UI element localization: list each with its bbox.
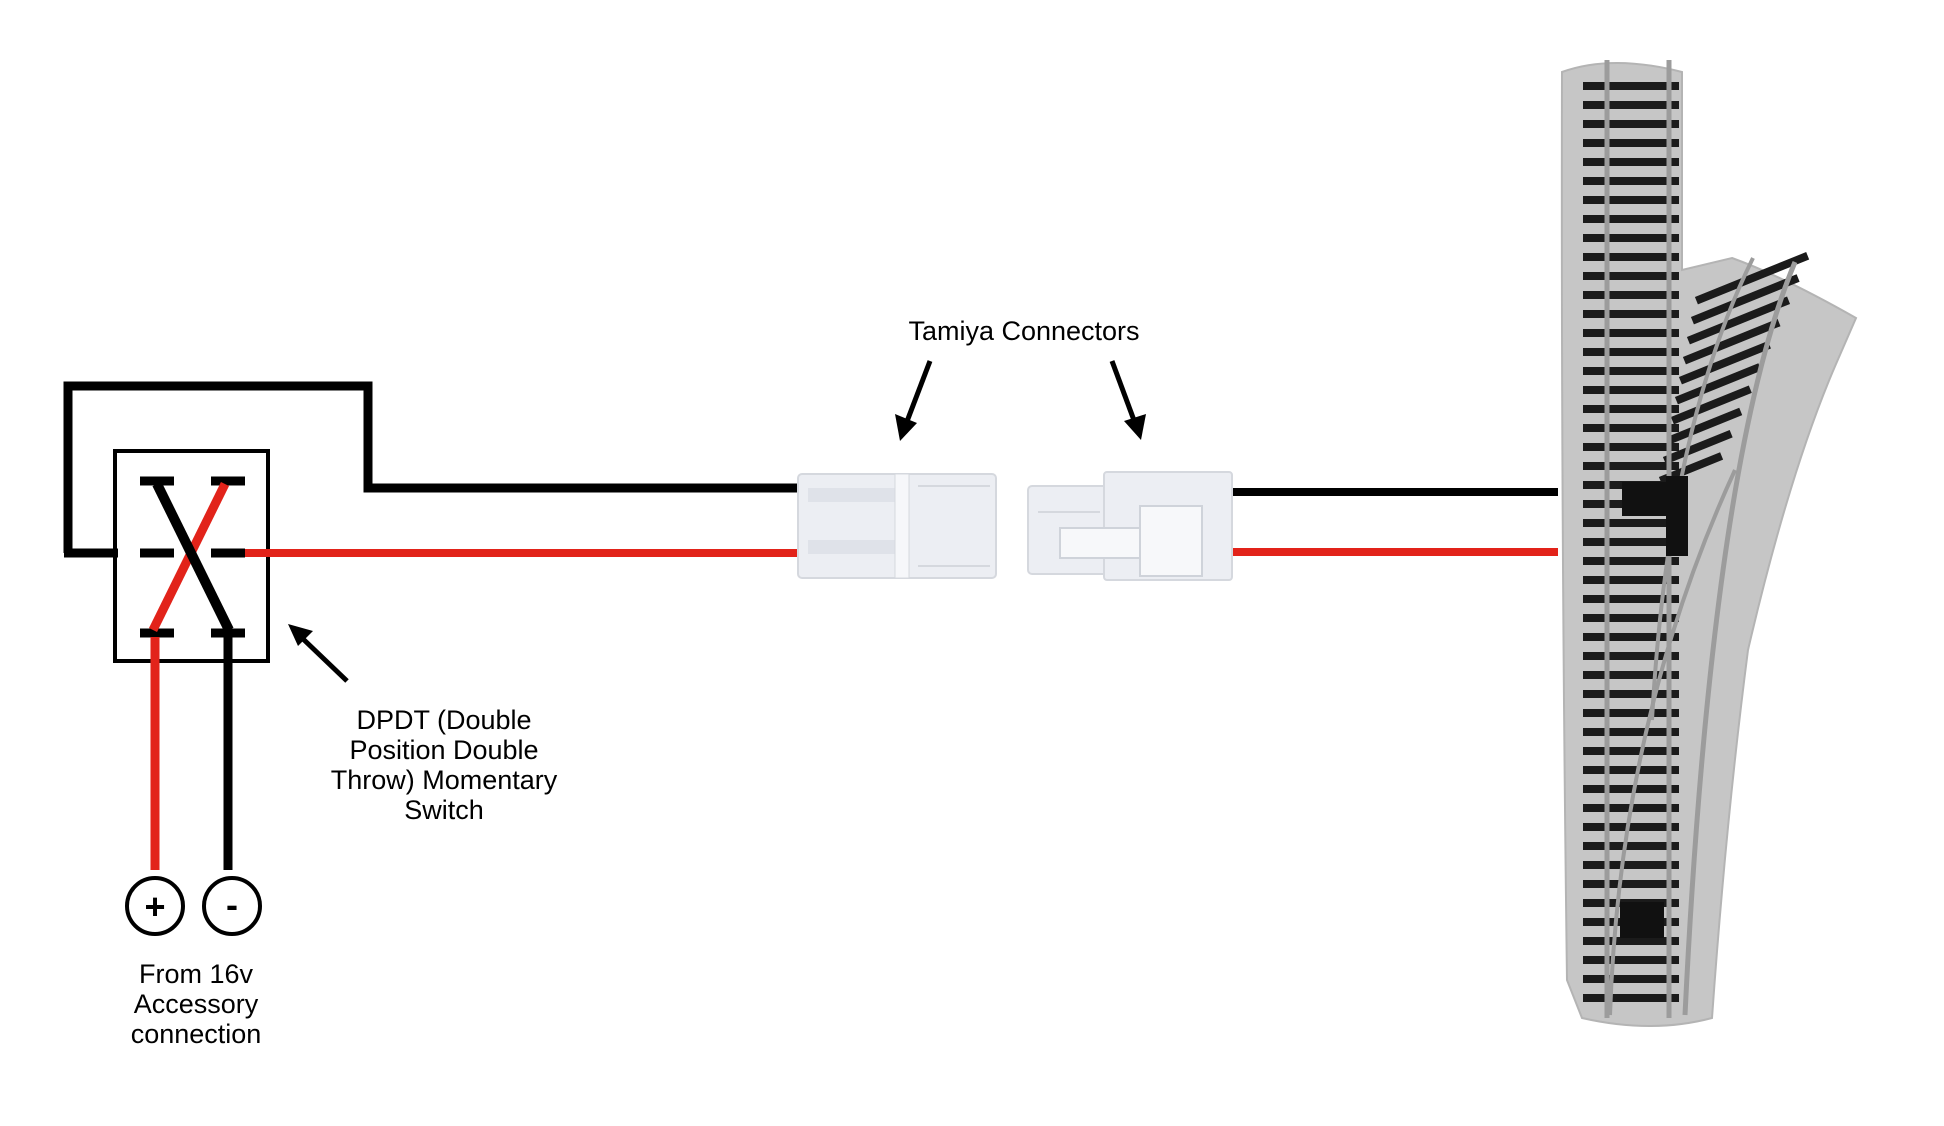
tamiya-connector-left [797,473,997,579]
track-tie [1583,709,1679,717]
track-tie [1583,120,1679,128]
dpdt-label-line-4: Switch [404,795,484,825]
dpdt-label-line-1: DPDT (Double [356,705,531,735]
track-ties [1583,82,1810,1002]
tamiya-connectors-label: Tamiya Connectors [908,316,1139,346]
track-tie [1583,595,1679,603]
track-tie-diverging [1694,252,1810,305]
track-tie [1583,348,1679,356]
positive-symbol: + [144,886,165,927]
track-tie [1583,937,1679,945]
track-tie-diverging [1670,385,1752,425]
track-tie [1583,785,1679,793]
track-tie-diverging [1686,296,1791,345]
track-tie [1583,690,1679,698]
track-tie-diverging [1682,318,1781,365]
cross-wire-black [152,481,234,633]
track-tie [1583,462,1679,470]
track-tie [1583,880,1679,888]
track-tie [1583,82,1679,90]
track-tie-diverging [1666,407,1743,445]
closure-rail [1608,469,1737,1016]
track-tie [1583,139,1679,147]
source-label-line-3: connection [131,1019,262,1049]
track-tie [1583,367,1679,375]
switch-machine-lower [1666,476,1688,556]
track-tie [1583,747,1679,755]
dpdt-switch [63,381,798,870]
track-tie [1583,177,1679,185]
track-tie [1583,861,1679,869]
dpdt-label-line-2: Position Double [349,735,538,765]
track-tie [1583,576,1679,584]
arrow-to-left-connector [895,360,933,441]
track-tie [1583,291,1679,299]
track-tie [1583,196,1679,204]
track-tie [1583,614,1679,622]
track-tie-diverging [1678,341,1771,385]
negative-symbol: - [226,884,238,925]
track-tie [1583,405,1679,413]
track-tie [1583,158,1679,166]
track-tie [1583,956,1679,964]
track-tie [1583,823,1679,831]
source-label-line-2: Accessory [134,989,259,1019]
track-tie [1583,424,1679,432]
power-source-label: From 16v Accessory connection [131,959,262,1049]
track-tie [1583,101,1679,109]
track-tie [1583,975,1679,983]
track-tie-diverging [1662,430,1733,465]
dpdt-switch-label: DPDT (Double Position Double Throw) Mome… [331,705,558,825]
dpdt-label-line-3: Throw) Momentary [331,765,558,795]
arrow-to-switch [288,624,349,683]
turnout-track [1560,60,1858,1027]
track-tie [1583,272,1679,280]
black-loop-wire [63,381,798,553]
track-tie [1583,310,1679,318]
negative-terminal: - [202,876,262,936]
track-block-marker [1620,902,1664,938]
track-tie [1583,519,1679,527]
track-tie [1583,766,1679,774]
diverging-rail-inner [1650,257,1755,721]
positive-terminal: + [125,876,185,936]
source-label-line-1: From 16v [139,959,254,989]
track-tie [1583,671,1679,679]
track-tie [1583,538,1679,546]
track-tie [1583,633,1679,641]
track-tie [1583,234,1679,242]
track-tie [1583,386,1679,394]
arrow-to-right-connector [1109,360,1146,440]
track-tie-diverging [1690,274,1800,325]
track-tie [1583,652,1679,660]
diverging-rail-outer [1682,261,1798,1016]
tamiya-connector-right [1027,471,1233,581]
track-tie [1583,557,1679,565]
track-tie [1583,329,1679,337]
track-tie [1583,842,1679,850]
track-tie [1583,253,1679,261]
track-tie [1583,215,1679,223]
track-tie [1583,443,1679,451]
track-tie-diverging [1674,363,1762,405]
track-tie [1583,994,1679,1002]
track-tie [1583,728,1679,736]
